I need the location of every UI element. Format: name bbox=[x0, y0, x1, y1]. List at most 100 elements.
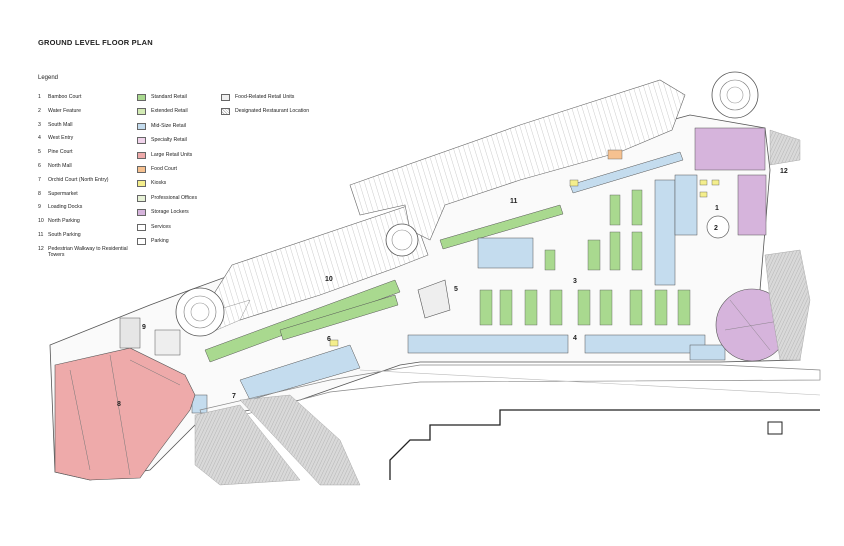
color-label: Professional Offices bbox=[151, 194, 198, 201]
color-key: Kiosks bbox=[137, 180, 197, 194]
legend-item: 6 North Mall bbox=[38, 163, 138, 177]
supermarket-block bbox=[54, 347, 196, 481]
zone-label-11: 11 bbox=[510, 198, 518, 205]
color-key: Professional Offices bbox=[137, 194, 198, 209]
color-label: Kiosks bbox=[151, 180, 167, 187]
zone-label-2: 2 bbox=[714, 225, 718, 232]
unit-key: Food-Related Retail Units bbox=[221, 94, 309, 108]
legend-number: 9 bbox=[38, 204, 41, 211]
color-label: Parking bbox=[151, 237, 169, 244]
color-swatch bbox=[137, 237, 146, 245]
color-swatch bbox=[137, 209, 146, 217]
color-key: Parking bbox=[137, 237, 197, 252]
color-swatch bbox=[137, 165, 146, 173]
legend-item: 7 Orchid Court (North Entry) bbox=[38, 177, 138, 191]
legend-number: 10 bbox=[38, 218, 44, 225]
unit-key-label: Food-Related Retail Units bbox=[235, 94, 295, 100]
zone-label-6: 6 bbox=[327, 336, 331, 343]
kiosks bbox=[329, 179, 720, 347]
zone-label-10: 10 bbox=[325, 276, 333, 283]
zone-label-3: 3 bbox=[573, 278, 577, 285]
color-swatch bbox=[137, 151, 146, 159]
color-label: Food Court bbox=[151, 165, 177, 172]
color-label: Storage Lockers bbox=[151, 209, 189, 216]
legend-item: 5 Pine Court bbox=[38, 149, 138, 163]
color-key: Mid-Size Retail bbox=[137, 122, 197, 137]
legend-item: 4 West Entry bbox=[38, 135, 138, 149]
color-key: Extended Retail bbox=[137, 108, 197, 122]
water-feature bbox=[706, 215, 730, 239]
color-key: Standard Retail bbox=[137, 94, 197, 108]
legend-item: 8 Supermarket bbox=[38, 191, 138, 205]
legend-number: 8 bbox=[38, 190, 41, 197]
page-title: GROUND LEVEL FLOOR PLAN bbox=[38, 38, 153, 47]
legend-label: Pine Court bbox=[48, 149, 73, 156]
unit-type-legend: Food-Related Retail Units Designated Res… bbox=[221, 94, 309, 123]
mid-size-retail-block bbox=[191, 174, 726, 414]
food-court bbox=[607, 149, 623, 160]
legend-number: 6 bbox=[38, 162, 41, 169]
zone-label-8: 8 bbox=[117, 401, 121, 408]
legend-number: 11 bbox=[38, 231, 44, 238]
color-swatch bbox=[137, 94, 146, 101]
color-label: Services bbox=[151, 223, 171, 230]
south-parking bbox=[349, 79, 686, 241]
restaurant-swatch bbox=[221, 108, 230, 116]
color-legend: Standard Retail Extended Retail Mid-Size… bbox=[137, 94, 197, 252]
color-swatch bbox=[137, 223, 146, 231]
legend-label: Supermarket bbox=[48, 190, 78, 197]
color-swatch bbox=[137, 180, 146, 188]
legend-label: Bamboo Court bbox=[48, 94, 82, 100]
food-related-swatch bbox=[221, 94, 230, 101]
color-key: Specialty Retail bbox=[137, 137, 197, 151]
legend-label: North Mall bbox=[48, 162, 72, 169]
legend-label: Loading Docks bbox=[48, 204, 83, 211]
zone-label-5: 5 bbox=[454, 286, 458, 293]
color-key: Services bbox=[137, 223, 197, 238]
legend-item: 3 South Mall bbox=[38, 122, 138, 136]
zone-label-4: 4 bbox=[573, 335, 577, 342]
zone-label-1: 1 bbox=[715, 205, 719, 212]
color-label: Extended Retail bbox=[151, 108, 188, 115]
color-key: Large Retail Units bbox=[137, 151, 197, 166]
standard-retail-grid bbox=[479, 189, 691, 326]
zone-labels: 1 2 3 4 5 6 7 8 9 10 11 12 bbox=[117, 168, 788, 408]
unit-key-label: Designated Restaurant Location bbox=[235, 108, 310, 115]
legend-number: 7 bbox=[38, 176, 41, 183]
color-swatch bbox=[137, 194, 146, 202]
landscape-areas bbox=[194, 129, 811, 486]
color-swatch bbox=[137, 137, 146, 145]
color-swatch bbox=[137, 122, 146, 130]
color-label: Large Retail Units bbox=[151, 151, 193, 158]
legend-number: 4 bbox=[38, 135, 41, 142]
zone-label-9: 9 bbox=[142, 324, 146, 331]
zone-label-12: 12 bbox=[780, 168, 788, 175]
color-label: Specialty Retail bbox=[151, 137, 187, 144]
loading-docks bbox=[119, 317, 181, 356]
color-swatch bbox=[137, 108, 146, 116]
legend-label: South Mall bbox=[48, 121, 73, 128]
parking-ramps bbox=[175, 71, 759, 337]
legend-number: 3 bbox=[38, 121, 41, 128]
legend-label: South Parking bbox=[48, 231, 81, 238]
legend-item: 9 Loading Docks bbox=[38, 204, 138, 218]
color-key: Food Court bbox=[137, 165, 197, 180]
color-label: Standard Retail bbox=[151, 94, 187, 100]
legend-number: 12 bbox=[38, 245, 44, 252]
legend-label: Orchid Court (North Entry) bbox=[48, 176, 109, 183]
unit-key: Designated Restaurant Location bbox=[221, 108, 309, 122]
pine-court-feature bbox=[417, 279, 451, 319]
north-mall-retail-strip bbox=[204, 151, 684, 363]
legend-label: West Entry bbox=[48, 135, 74, 142]
legend-item: 11 South Parking bbox=[38, 232, 138, 246]
color-key: Storage Lockers bbox=[137, 209, 197, 223]
legend-title: Legend bbox=[38, 75, 59, 81]
zone-label-7: 7 bbox=[232, 393, 236, 400]
legend-number: 5 bbox=[38, 149, 41, 156]
